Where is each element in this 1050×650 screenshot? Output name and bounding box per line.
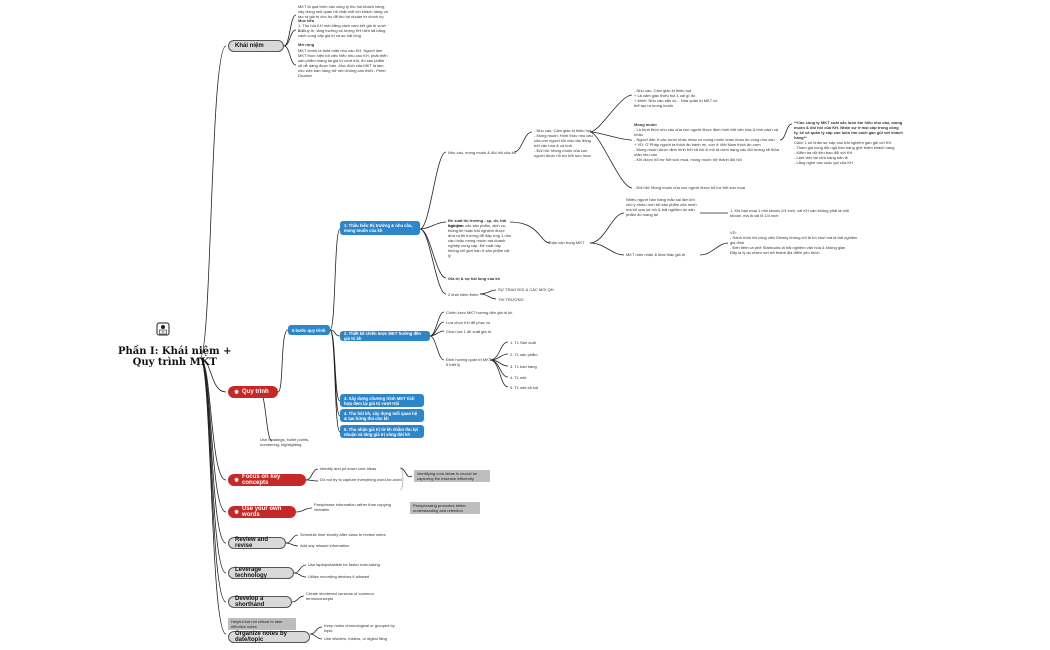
focus-tag: Identifying core ideas is crucial for ca…	[414, 470, 490, 482]
mkt-nhin-nhan: MKT nhìn nhận & khai thác giá trị	[626, 252, 686, 257]
step-2-label: 2. Thiết kế chiến lược MKT hướng đến giá…	[344, 331, 421, 341]
leverage-tip-2: Utilize recording devices if allowed	[308, 574, 370, 579]
step-5-label: 5. Thu nhận giá trị từ kh nhằm thu lợi n…	[344, 426, 419, 437]
gia-tri-topic[interactable]: Giá trị & sự hài lòng của kh	[448, 276, 501, 281]
step-4-label: 4. Thu hút kh, xây dựng mối quan hệ & tạ…	[344, 410, 418, 421]
step-1-label: 1. Thấu hiểu thị trường & nhu cầu, mong …	[344, 223, 413, 233]
node-leverage-technology[interactable]: Leverage technology	[228, 567, 294, 579]
de-xuat-text: Bao gồm các sản phẩm, dịch vụ, thông tin…	[448, 223, 512, 258]
root-title-line-2: Quy trình MKT	[132, 357, 217, 368]
vd-title: VD:	[730, 230, 737, 235]
mo-rong-text: MKT chính là thỏa mãn nhu cầu KH. Người …	[298, 48, 388, 78]
center-label: 5 bước quy trình	[292, 327, 326, 333]
review-tip-1: Schedule time shortly after class to rev…	[300, 532, 386, 537]
own-words-tag: Paraphrasing promotes better understandi…	[410, 502, 480, 514]
triet-ly-item[interactable]: 1. TL Sản xuất	[510, 340, 536, 345]
doi-hoi-text: - Đòi hỏi: Mong muốn của con người được …	[634, 185, 746, 190]
mong-muon-title: Mong muốn	[634, 122, 657, 127]
chien-luoc-item[interactable]: Chiến lược MKT hướng đến giá trị kh	[446, 310, 513, 315]
step-2-node[interactable]: 2. Thiết kế chiến lược MKT hướng đến giá…	[340, 331, 430, 341]
shorthand-tip: Create shortened versions of common term…	[306, 591, 374, 601]
node-develop-shorthand[interactable]: Develop a shorthand	[228, 596, 292, 608]
node-focus-key-concepts[interactable]: ✸Focus on key concepts	[228, 474, 306, 486]
step-1-node[interactable]: 1. Thấu hiểu thị trường & nhu cầu, mong …	[340, 221, 420, 235]
node-organize-label: Organize notes by date/topic	[235, 631, 288, 643]
vi-du-mui-khoan: 1. Khi bạn mua 1 mũi khoan 1/4 inch, cái…	[730, 208, 849, 218]
muc-tieu-title: Mục tiêu	[298, 18, 315, 23]
node-5-buoc-quy-trinh[interactable]: 5 bước quy trình	[288, 325, 330, 335]
mong-muon-text: - Là hình thức nhu cầu của con người đượ…	[634, 127, 779, 162]
node-leverage-label: Leverage technology	[235, 567, 268, 579]
step-5-node[interactable]: 5. Thu nhận giá trị từ kh nhằm thu lợi n…	[340, 425, 424, 438]
review-tip-2: Add any missed information	[300, 543, 350, 548]
vd-text: - Hành trình tới công viên Disney không …	[730, 235, 858, 255]
leverage-tip-1: Use laptops/tablets for faster note-taki…	[308, 562, 380, 567]
triet-ly-item[interactable]: 4. TL mkt	[510, 375, 527, 380]
nhu-cau-detail: - Nhu cầu: Cảm giác bị thiếu hụt + Là cả…	[634, 88, 718, 108]
focus-tip-1: Identify and jot down core ideas	[320, 466, 377, 471]
mo-rong-title: Mở rộng	[298, 42, 315, 47]
node-organize-notes[interactable]: Organize notes by date/topic	[228, 631, 310, 643]
muc-tieu-item-2: 2. Duy trì, tăng trưởng số lượng KH hiện…	[298, 28, 386, 38]
chon-gia-tri-item[interactable]: Chọn lựa 1 đề xuất giá trị	[446, 329, 491, 334]
use-headings-note: Use headings, bullet points, numbering, …	[260, 437, 310, 447]
person-laptop-icon	[156, 322, 170, 336]
nhu-cau-definitions: - Nhu cầu: Cảm giác bị thiếu hụt - Mong …	[534, 128, 593, 158]
node-review-revise[interactable]: Review and revise	[228, 537, 286, 549]
step-3-label: 3. Xây dựng chương trình MKT tích hợp đe…	[344, 395, 415, 406]
nhu-cau-topic[interactable]: Nhu cầu, mong muốn & đòi hỏi của kh	[448, 150, 516, 155]
node-khai-niem-label: Khái niệm	[235, 43, 264, 49]
star-icon: ✸	[234, 389, 240, 396]
de-xuat-topic[interactable]: Đề xuất thị trường - sp, dv, trải nghiệm	[448, 218, 507, 228]
step-4-node[interactable]: 4. Thu hút kh, xây dựng mối quan hệ & tạ…	[340, 409, 424, 422]
star-icon: ✸	[234, 477, 240, 484]
dinh-huong-item[interactable]: Định hướng quản trị MKT 5 triết lý	[446, 357, 492, 367]
triet-ly-item[interactable]: 5. TL mkt xã hội	[510, 385, 539, 390]
muc-tieu-item-1: 1. Thu hút KH mới bằng cách cam kết giá …	[298, 23, 386, 33]
organize-tip-2: Use dividers, folders, or digital filing	[324, 636, 387, 641]
focus-tip-2: Do not try to capture everything word-fo…	[320, 477, 402, 482]
node-quy-trinh-label: Quy trình	[242, 389, 269, 395]
node-review-label: Review and revise	[235, 537, 269, 549]
triet-ly-item[interactable]: 2. TL sản phẩm	[510, 352, 538, 357]
step-3-node[interactable]: 3. Xây dựng chương trình MKT tích hợp đe…	[340, 394, 424, 407]
root-topic[interactable]: Phần I: Khái niệm + Quy trình MKT	[118, 346, 231, 368]
node-khai-niem[interactable]: Khái niệm	[228, 40, 284, 52]
organize-tip-1: Keep notes chronological or grouped by t…	[324, 623, 395, 633]
khai-niem-intro: MKT là quá trình các công ty thu hút khá…	[298, 4, 388, 19]
than-can-topic[interactable]: Thận cận trọng MKT	[548, 240, 585, 245]
thi-truong-item[interactable]: THỊ TRƯỜNG	[498, 297, 524, 302]
node-shorthand-label: Develop a shorthand	[235, 596, 265, 608]
node-focus-label: Focus on key concepts	[242, 474, 281, 486]
helpful-tag: Helpful but not critical to take effecti…	[228, 618, 296, 630]
lua-chon-kh-item[interactable]: Lựa chọn KH để phục vụ	[446, 320, 491, 325]
star-icon: ✸	[234, 509, 240, 516]
trao-doi-item[interactable]: SỰ TRAO ĐỔI & CÁC MỐI QH	[498, 287, 554, 292]
right-note-text: Cách 1 số nhân sự cấp cao trải nghiệm gầ…	[794, 140, 895, 165]
than-can-text: Nhiều người bán hàng mắc sai lầm khi chú…	[626, 197, 697, 217]
right-note-title: **Các công ty MKT xuất sắc luôn tìm hiểu…	[794, 120, 903, 140]
node-own-words-label: Use your own words	[242, 506, 282, 518]
node-quy-trinh[interactable]: ✸Quy trình	[228, 386, 278, 398]
own-words-tip: Paraphrase information rather than copyi…	[314, 502, 391, 512]
triet-ly-item[interactable]: 3. TL bán hàng	[510, 364, 537, 369]
khai-niem-them-topic[interactable]: 2 khái niệm thêm	[448, 292, 479, 297]
node-use-own-words[interactable]: ✸Use your own words	[228, 506, 296, 518]
root-title-line-1: Phần I: Khái niệm +	[118, 346, 232, 357]
